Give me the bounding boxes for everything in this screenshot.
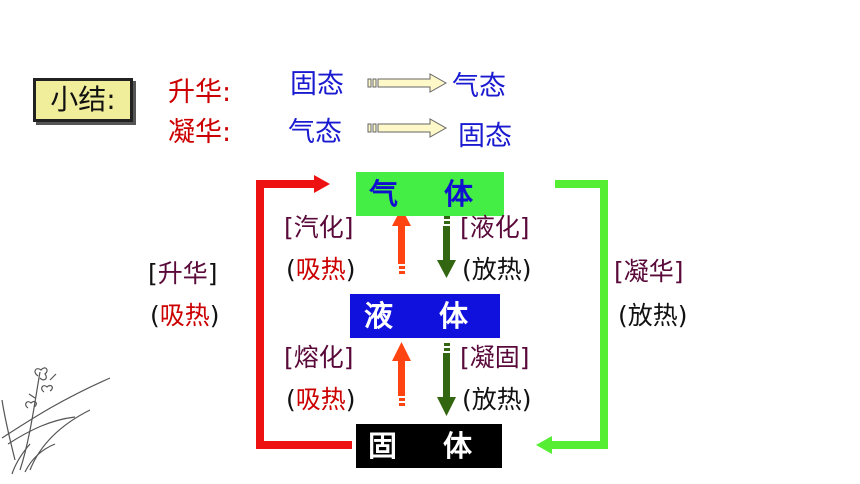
vaporization-heat: (吸热) xyxy=(286,255,356,284)
deposition-from: 气态 xyxy=(288,117,342,148)
summary-arrow-sublimation xyxy=(367,73,448,93)
gas-state-label: 气 体 xyxy=(368,177,492,211)
melting-heat: (吸热) xyxy=(286,385,356,414)
melting-arrow xyxy=(392,342,411,406)
liquefaction-arrow xyxy=(437,216,456,278)
deposition-bracket-arrow xyxy=(536,180,608,454)
deposition-title: 凝华: xyxy=(168,117,232,148)
liquefaction-label: [液化] xyxy=(460,213,530,242)
summary-label: 小结: xyxy=(50,83,116,116)
solidification-heat: (放热) xyxy=(462,385,532,414)
summary-arrow-deposition xyxy=(367,118,448,138)
orchid-decoration-icon xyxy=(1,367,111,475)
sublimation-title: 升华: xyxy=(168,77,232,108)
sublimation-to: 气态 xyxy=(452,71,506,102)
summary-label-box: 小结: xyxy=(33,78,133,122)
sublimation-label: [升华] xyxy=(148,259,218,288)
deposition-to: 固态 xyxy=(458,121,512,152)
solid-state-label: 固 体 xyxy=(367,429,491,463)
solid-state-box: 固 体 xyxy=(356,424,502,468)
solidification-label: [凝固] xyxy=(460,343,530,372)
vaporization-arrow xyxy=(392,208,411,274)
sublimation-heat: (吸热) xyxy=(150,301,220,330)
vaporization-label: [汽化] xyxy=(284,213,354,242)
liquid-state-box: 液 体 xyxy=(350,294,500,338)
melting-label: [熔化] xyxy=(284,343,354,372)
liquid-state-label: 液 体 xyxy=(363,299,487,333)
gas-state-box: 气 体 xyxy=(356,172,504,216)
deposition-heat: (放热) xyxy=(618,301,688,330)
sublimation-from: 固态 xyxy=(290,69,344,100)
sublimation-bracket-arrow xyxy=(256,175,352,449)
liquefaction-heat: (放热) xyxy=(462,255,532,284)
solidification-arrow xyxy=(437,343,456,416)
deposition-label: [凝华] xyxy=(614,257,684,286)
